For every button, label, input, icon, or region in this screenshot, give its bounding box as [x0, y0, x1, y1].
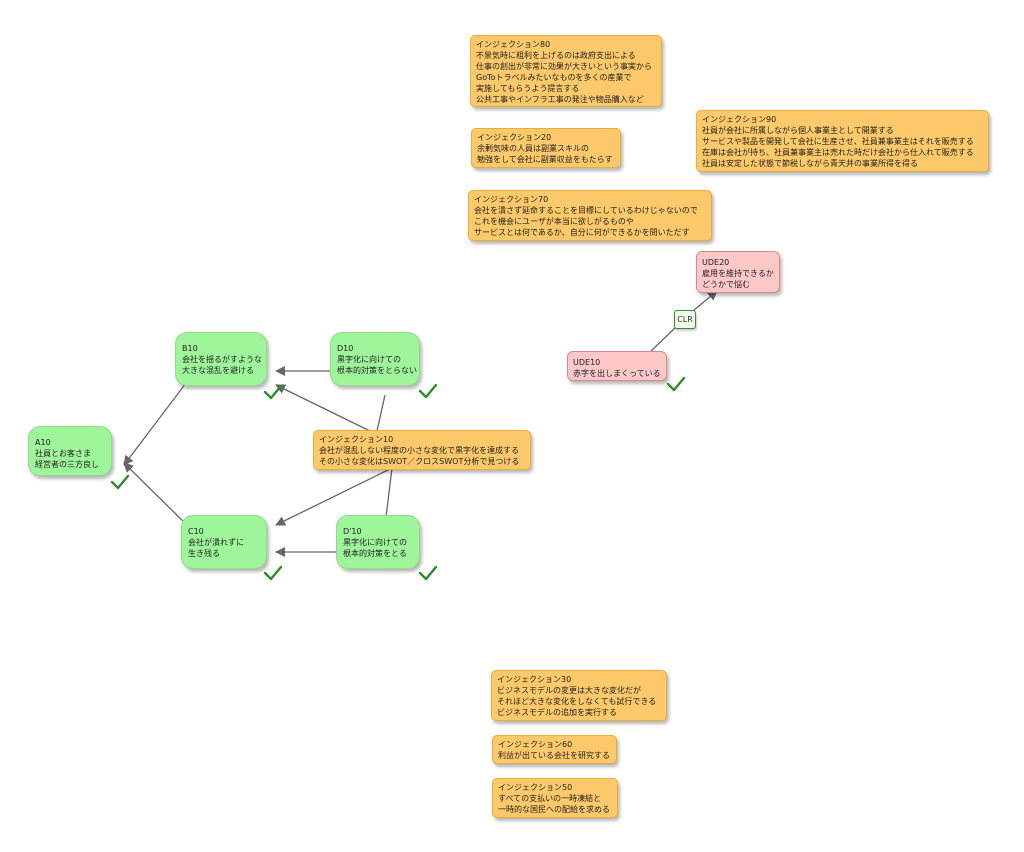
- node-injection-90-line: インジェクション90: [702, 115, 777, 124]
- node-injection-70-line: サービスとは何であるか、自分に何ができるかを問いただす: [474, 228, 690, 237]
- node-injection-80: インジェクション80 不景気時に粗利を上げるのは政府支出による 仕事の創出が非常…: [470, 35, 662, 107]
- node-ude20-line: UDE20: [702, 258, 730, 267]
- node-ude20-line: 雇用を維持できるか: [702, 269, 774, 278]
- node-injection-70-line: 会社を潰さず延命することを目標にしているわけじゃないので: [474, 206, 698, 215]
- node-injection-50-line: 一時的な国民への配給を求める: [498, 805, 610, 814]
- clr-box: CLR: [674, 310, 696, 329]
- checkmark-icon: [110, 474, 130, 490]
- node-a10-line: 経営者の三方良し: [35, 460, 99, 469]
- node-injection-90-line: 社員は安定した状態で節税しながら青天井の事業所得を得る: [702, 159, 918, 168]
- node-injection-10: インジェクション10 会社が混乱しない程度の小さな変化で黒字化を達成する その小…: [313, 430, 531, 470]
- arrow-inj10-to-c10: [275, 467, 393, 526]
- node-c10-line: 生き残る: [188, 549, 220, 558]
- node-injection-30: インジェクション30 ビジネスモデルの変更は大きな変化だが それほど大きな変化を…: [491, 670, 667, 721]
- node-injection-10-line: その小さな変化はSWOT／クロスSWOT分析で見つける: [319, 457, 520, 466]
- arrow-b10-to-a10: [123, 382, 187, 466]
- node-d10-prime: D'10 黒字化に向けての 根本的対策をとる: [336, 515, 420, 569]
- node-injection-70-line: これを機会にユーザが本当に欲しがるものや: [474, 217, 634, 226]
- checkmark-icon: [418, 565, 438, 581]
- node-b10-line: 会社を揺るがすような: [182, 355, 262, 364]
- checkmark-icon: [418, 383, 438, 399]
- node-d10-prime-line: 黒字化に向けての: [343, 538, 407, 547]
- node-b10-line: 大きな混乱を避ける: [182, 366, 254, 375]
- arrow-c10-to-a10: [123, 462, 187, 525]
- node-ude20: UDE20 雇用を維持できるか どうかで悩む: [696, 251, 780, 293]
- node-ude20-line: どうかで悩む: [702, 280, 750, 289]
- node-injection-70-line: インジェクション70: [474, 195, 549, 204]
- node-d10-prime-line: 根本的対策をとる: [343, 549, 407, 558]
- node-injection-60: インジェクション60 利益が出ている会社を研究する: [492, 735, 617, 764]
- arrow-ude10-to-clr: [650, 325, 678, 352]
- node-b10: B10 会社を揺るがすような 大きな混乱を避ける: [175, 332, 267, 386]
- node-a10-line: A10: [35, 438, 51, 447]
- node-d10: D10 黒字化に向けての 根本的対策をとらない: [330, 332, 420, 386]
- arrow-clr-to-ude20: [692, 290, 718, 312]
- node-injection-80-line: 不景気時に粗利を上げるのは政府支出による: [476, 51, 636, 60]
- node-injection-20: インジェクション20 余剰気味の人員は副業スキルの 勉強をして会社に副業収益をも…: [471, 128, 621, 168]
- node-ude10-line: UDE10: [573, 358, 601, 367]
- node-b10-line: B10: [182, 344, 198, 353]
- node-injection-80-line: インジェクション80: [476, 40, 551, 49]
- node-d10-line: D10: [337, 344, 354, 353]
- node-injection-90-line: 社員が会社に所属しながら個人事業主として開業する: [702, 126, 894, 135]
- checkmark-icon: [666, 376, 686, 392]
- node-c10-line: C10: [188, 527, 204, 536]
- checkmark-icon: [263, 384, 283, 400]
- node-injection-30-line: インジェクション30: [497, 675, 572, 684]
- node-injection-10-line: インジェクション10: [319, 435, 394, 444]
- node-injection-60-line: インジェクション60: [498, 740, 573, 749]
- node-injection-80-line: 仕事の創出が非常に効果が大きいという事実から: [476, 62, 652, 71]
- node-injection-90: インジェクション90 社員が会社に所属しながら個人事業主として開業する サービス…: [696, 110, 989, 172]
- node-a10: A10 社員とお客さま 経営者の三方良し: [28, 426, 112, 476]
- node-c10-line: 会社が潰れずに: [188, 538, 244, 547]
- node-injection-20-line: 勉強をして会社に副業収益をもたらす: [477, 155, 613, 164]
- node-a10-line: 社員とお客さま: [35, 449, 91, 458]
- node-injection-70: インジェクション70 会社を潰さず延命することを目標にしているわけじゃないので …: [468, 190, 712, 241]
- node-ude10: UDE10 赤字を出しまくっている: [567, 351, 667, 381]
- node-injection-90-line: 在庫は会社が持ち、社員兼事業主は売れた時だけ会社から仕入れて販売する: [702, 148, 974, 157]
- node-injection-60-line: 利益が出ている会社を研究する: [498, 751, 610, 760]
- node-injection-20-line: インジェクション20: [477, 133, 552, 142]
- node-c10: C10 会社が潰れずに 生き残る: [181, 515, 267, 569]
- node-d10-line: 黒字化に向けての: [337, 355, 401, 364]
- node-d10-line: 根本的対策をとらない: [337, 366, 417, 375]
- conflict-line-d10: [376, 394, 386, 432]
- node-injection-10-line: 会社が混乱しない程度の小さな変化で黒字化を達成する: [319, 446, 519, 455]
- node-injection-30-line: ビジネスモデルの追加を実行する: [497, 708, 617, 717]
- node-d10-prime-line: D'10: [343, 527, 362, 536]
- node-injection-50-line: すべての支払いの一時凍結と: [498, 794, 602, 803]
- node-injection-30-line: それほど大きな変化をしなくても試行できる: [497, 697, 657, 706]
- node-injection-50-line: インジェクション50: [498, 783, 573, 792]
- node-injection-20-line: 余剰気味の人員は副業スキルの: [477, 144, 589, 153]
- node-injection-80-line: GoToトラベルみたいなものを多くの産業で: [476, 73, 632, 82]
- node-ude10-line: 赤字を出しまくっている: [573, 369, 661, 378]
- node-injection-90-line: サービスや製品を開発して会社に生産させ、社員兼事業主はそれを販売する: [702, 137, 974, 146]
- node-injection-80-line: 公共工事やインフラ工事の発注や物品購入など: [476, 95, 644, 104]
- arrow-inj10-to-b10: [275, 384, 371, 432]
- conflict-line-d10p: [385, 467, 393, 518]
- node-injection-30-line: ビジネスモデルの変更は大きな変化だが: [497, 686, 641, 695]
- checkmark-icon: [263, 565, 283, 581]
- node-injection-50: インジェクション50 すべての支払いの一時凍結と 一時的な国民への配給を求める: [492, 778, 618, 818]
- node-injection-80-line: 実施してもらうよう提言する: [476, 84, 580, 93]
